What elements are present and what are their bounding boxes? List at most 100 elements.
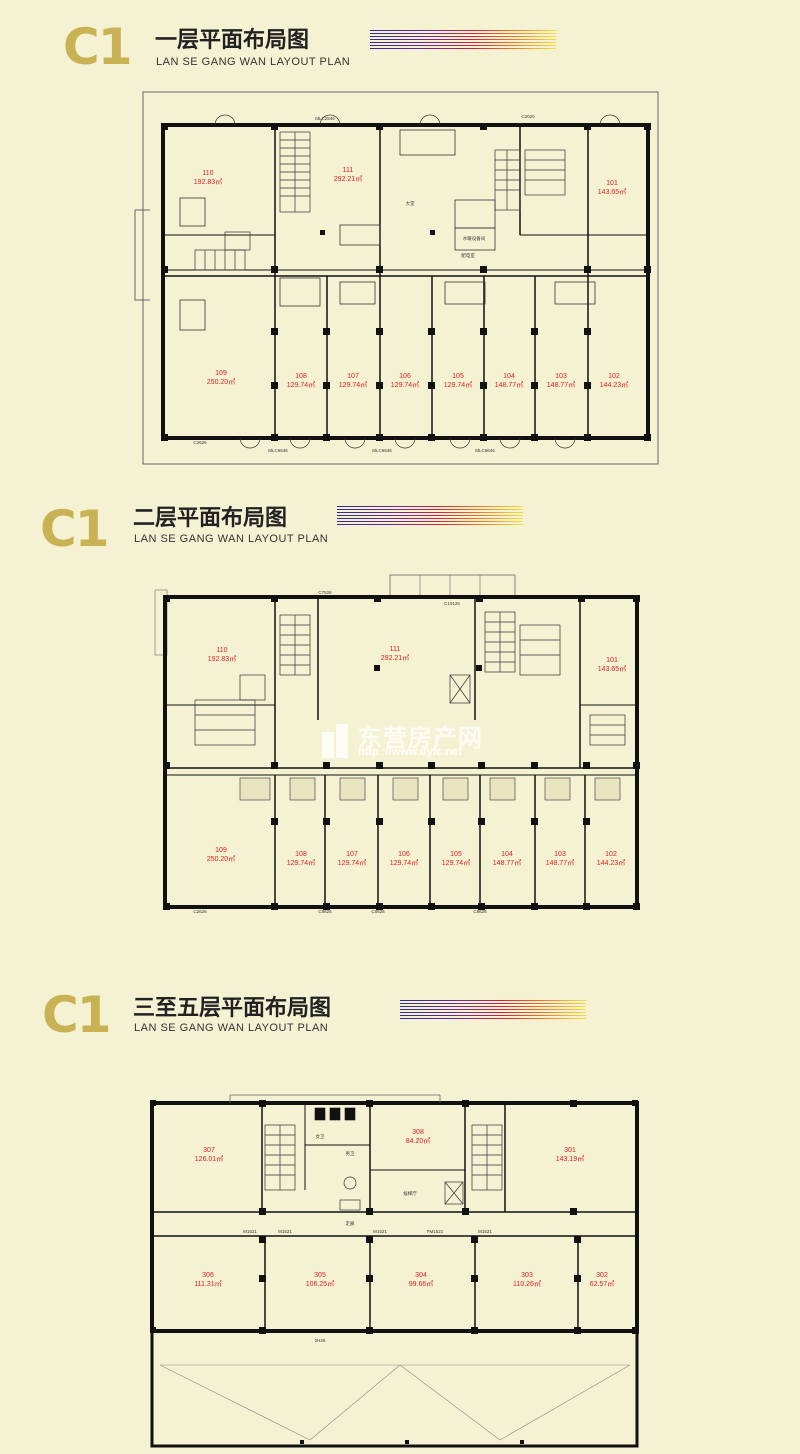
- unit-area: 99.66㎡: [409, 1280, 434, 1288]
- plan-note: 配电室: [461, 252, 475, 259]
- unit-label: 109: [215, 847, 227, 854]
- unit-label: 108: [295, 373, 307, 380]
- gradient-stripes: [400, 1000, 586, 1020]
- unit-area: 111.31㎡: [194, 1280, 221, 1288]
- unit-label: 303: [521, 1272, 533, 1279]
- unit-area: 148.77㎡: [547, 381, 575, 389]
- gradient-stripes: [337, 506, 523, 526]
- plan-note: C2626: [193, 909, 207, 914]
- unit-area: 110.26㎡: [513, 1280, 541, 1288]
- plan-note: 走廊: [346, 1220, 355, 1227]
- unit-area: 192.83㎡: [194, 178, 222, 186]
- unit-label: 105: [452, 373, 464, 380]
- unit-area: 148.77㎡: [495, 381, 523, 389]
- unit-label: 110: [202, 170, 213, 177]
- unit-label: 106: [399, 373, 411, 380]
- floor-plan-1: 110 192.83㎡ 111 292.21㎡ 101 143.65㎡ 109 …: [134, 91, 659, 465]
- plan-note: M1521: [478, 1229, 492, 1234]
- section-title-cn: 三至五层平面布局图: [133, 996, 332, 1021]
- unit-area: 106.25㎡: [306, 1280, 334, 1288]
- plan-note: M1521: [373, 1229, 387, 1234]
- unit-area: 144.23㎡: [597, 859, 625, 867]
- unit-area: 148.77㎡: [493, 859, 521, 867]
- unit-area: 144.23㎡: [600, 381, 628, 389]
- plan-note: M1521: [278, 1229, 292, 1234]
- gradient-stripes: [370, 30, 556, 50]
- plan-note: C8626: [318, 909, 332, 914]
- unit-label: 104: [503, 373, 515, 380]
- unit-area: 129.74㎡: [442, 859, 470, 867]
- unit-area: 129.74㎡: [287, 859, 315, 867]
- unit-label: 103: [554, 851, 566, 858]
- unit-label: 305: [314, 1272, 326, 1279]
- unit-area: 292.21㎡: [334, 175, 362, 183]
- plan-note: 候梯厅: [403, 1190, 417, 1197]
- plan-note: FM1521: [427, 1229, 444, 1234]
- plan-note: C10126: [444, 601, 460, 606]
- unit-label: 102: [605, 851, 617, 858]
- plan-note: 水暖设备间: [463, 235, 486, 242]
- section-title-cn: 一层平面布局图: [155, 28, 310, 53]
- section-code: C1: [42, 986, 111, 1044]
- section-title-en: LAN SE GANG WAN LAYOUT PLAN: [156, 56, 351, 68]
- unit-label: 101: [606, 180, 618, 187]
- unit-label: 301: [564, 1147, 576, 1154]
- plan-note: MLC6646: [475, 448, 495, 453]
- section-floor-2: C1 二层平面布局图 LAN SE GANG WAN LAYOUT PLAN: [0, 490, 800, 950]
- section-title-cn: 二层平面布局图: [133, 506, 288, 531]
- unit-area: 148.77㎡: [546, 859, 574, 867]
- plan-note: C7526: [318, 590, 332, 595]
- unit-label: 104: [501, 851, 513, 858]
- section-title-en: LAN SE GANG WAN LAYOUT PLAN: [134, 533, 329, 545]
- unit-label: 103: [555, 373, 567, 380]
- unit-label: 105: [450, 851, 462, 858]
- unit-area: 250.20㎡: [207, 855, 235, 863]
- unit-label: 307: [203, 1147, 215, 1154]
- plan-note: 男卫: [346, 1151, 355, 1157]
- unit-label: 106: [398, 851, 410, 858]
- plan-note: M1521: [243, 1229, 257, 1234]
- unit-area: 192.83㎡: [208, 655, 236, 663]
- plan-note: C2626: [193, 440, 207, 445]
- unit-area: 126.01㎡: [195, 1155, 223, 1163]
- plan-note: C8626: [371, 909, 385, 914]
- unit-area: 62.57㎡: [590, 1280, 615, 1288]
- unit-area: 129.74㎡: [391, 381, 419, 389]
- floor-plan-2: 110 192.83㎡ 111 292.21㎡ 101 143.65㎡ 109 …: [154, 574, 640, 914]
- plan-note: MLC2546: [315, 116, 335, 121]
- plan-note: C8626: [473, 909, 487, 914]
- unit-label: 102: [608, 373, 620, 380]
- unit-area: 84.20㎡: [406, 1137, 431, 1145]
- unit-label: 304: [415, 1272, 427, 1279]
- unit-label: 107: [346, 851, 358, 858]
- unit-area: 129.74㎡: [338, 859, 366, 867]
- unit-area: 129.74㎡: [287, 381, 315, 389]
- section-floor-3-5: C1 三至五层平面布局图 LAN SE GANG WAN LAYOUT PLAN: [0, 980, 800, 1454]
- section-code: C1: [40, 500, 109, 558]
- plan-note: MLC6646: [372, 448, 392, 453]
- unit-label: 111: [343, 167, 354, 174]
- plan-note: C2020: [521, 114, 535, 119]
- unit-label: 302: [596, 1272, 608, 1279]
- floor-plan-3-5: 307 126.01㎡ 308 84.20㎡ 301 143.19㎡ 306 1…: [150, 1094, 639, 1448]
- plan-note: 大堂: [406, 200, 415, 207]
- section-code: C1: [63, 18, 132, 76]
- unit-area: 129.74㎡: [390, 859, 418, 867]
- plan-note: 女卫: [316, 1133, 325, 1140]
- unit-label: 108: [295, 851, 307, 858]
- unit-area: 250.20㎡: [207, 378, 235, 386]
- unit-label: 110: [216, 647, 227, 654]
- section-title-en: LAN SE GANG WAN LAYOUT PLAN: [134, 1022, 329, 1034]
- unit-area: 129.74㎡: [339, 381, 367, 389]
- plan-note: MLC6646: [268, 448, 288, 453]
- unit-label: 107: [347, 373, 359, 380]
- unit-label: 306: [202, 1272, 214, 1279]
- unit-label: 111: [390, 646, 401, 653]
- unit-area: 143.19㎡: [556, 1155, 584, 1163]
- plan-note: 2H26: [315, 1338, 326, 1343]
- unit-area: 129.74㎡: [444, 381, 472, 389]
- unit-area: 143.65㎡: [598, 665, 626, 673]
- unit-label: 109: [215, 370, 227, 377]
- unit-label: 101: [606, 657, 618, 664]
- unit-label: 308: [412, 1129, 424, 1136]
